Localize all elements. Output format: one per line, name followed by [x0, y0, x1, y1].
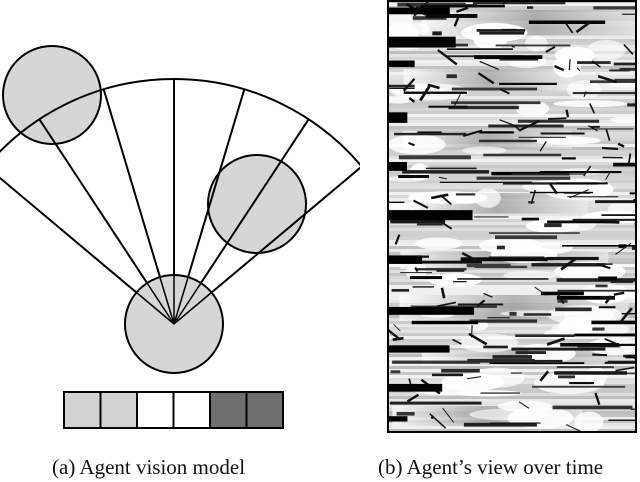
retina-cell-6	[245, 391, 284, 429]
caption-vision-model: (a) Agent vision model	[52, 455, 246, 479]
agent-ray-segment	[173, 276, 189, 325]
agent-ray-segment	[173, 282, 202, 325]
retina-cell-3	[136, 391, 175, 429]
retina-strip	[63, 391, 284, 429]
object-circle-2	[207, 154, 307, 254]
agent-ray-segment	[173, 291, 212, 325]
agent-ray-origins	[136, 275, 212, 325]
agent-ray-segment	[159, 276, 175, 325]
retina-cell-1	[63, 391, 102, 429]
retina-cell-2	[99, 391, 138, 429]
vision-model-diagram	[0, 45, 360, 429]
agent-ray-segment	[136, 291, 175, 325]
retina-cell-4	[172, 391, 211, 429]
visible-objects	[2, 45, 307, 254]
caption-view-over-time: (b) Agent’s view over time	[378, 455, 604, 479]
view-border	[387, 0, 637, 433]
retina-cell-5	[209, 391, 248, 429]
object-circle-1	[2, 45, 102, 145]
agent-ray-segment	[146, 282, 175, 325]
agent-view-over-time-image	[387, 0, 637, 433]
